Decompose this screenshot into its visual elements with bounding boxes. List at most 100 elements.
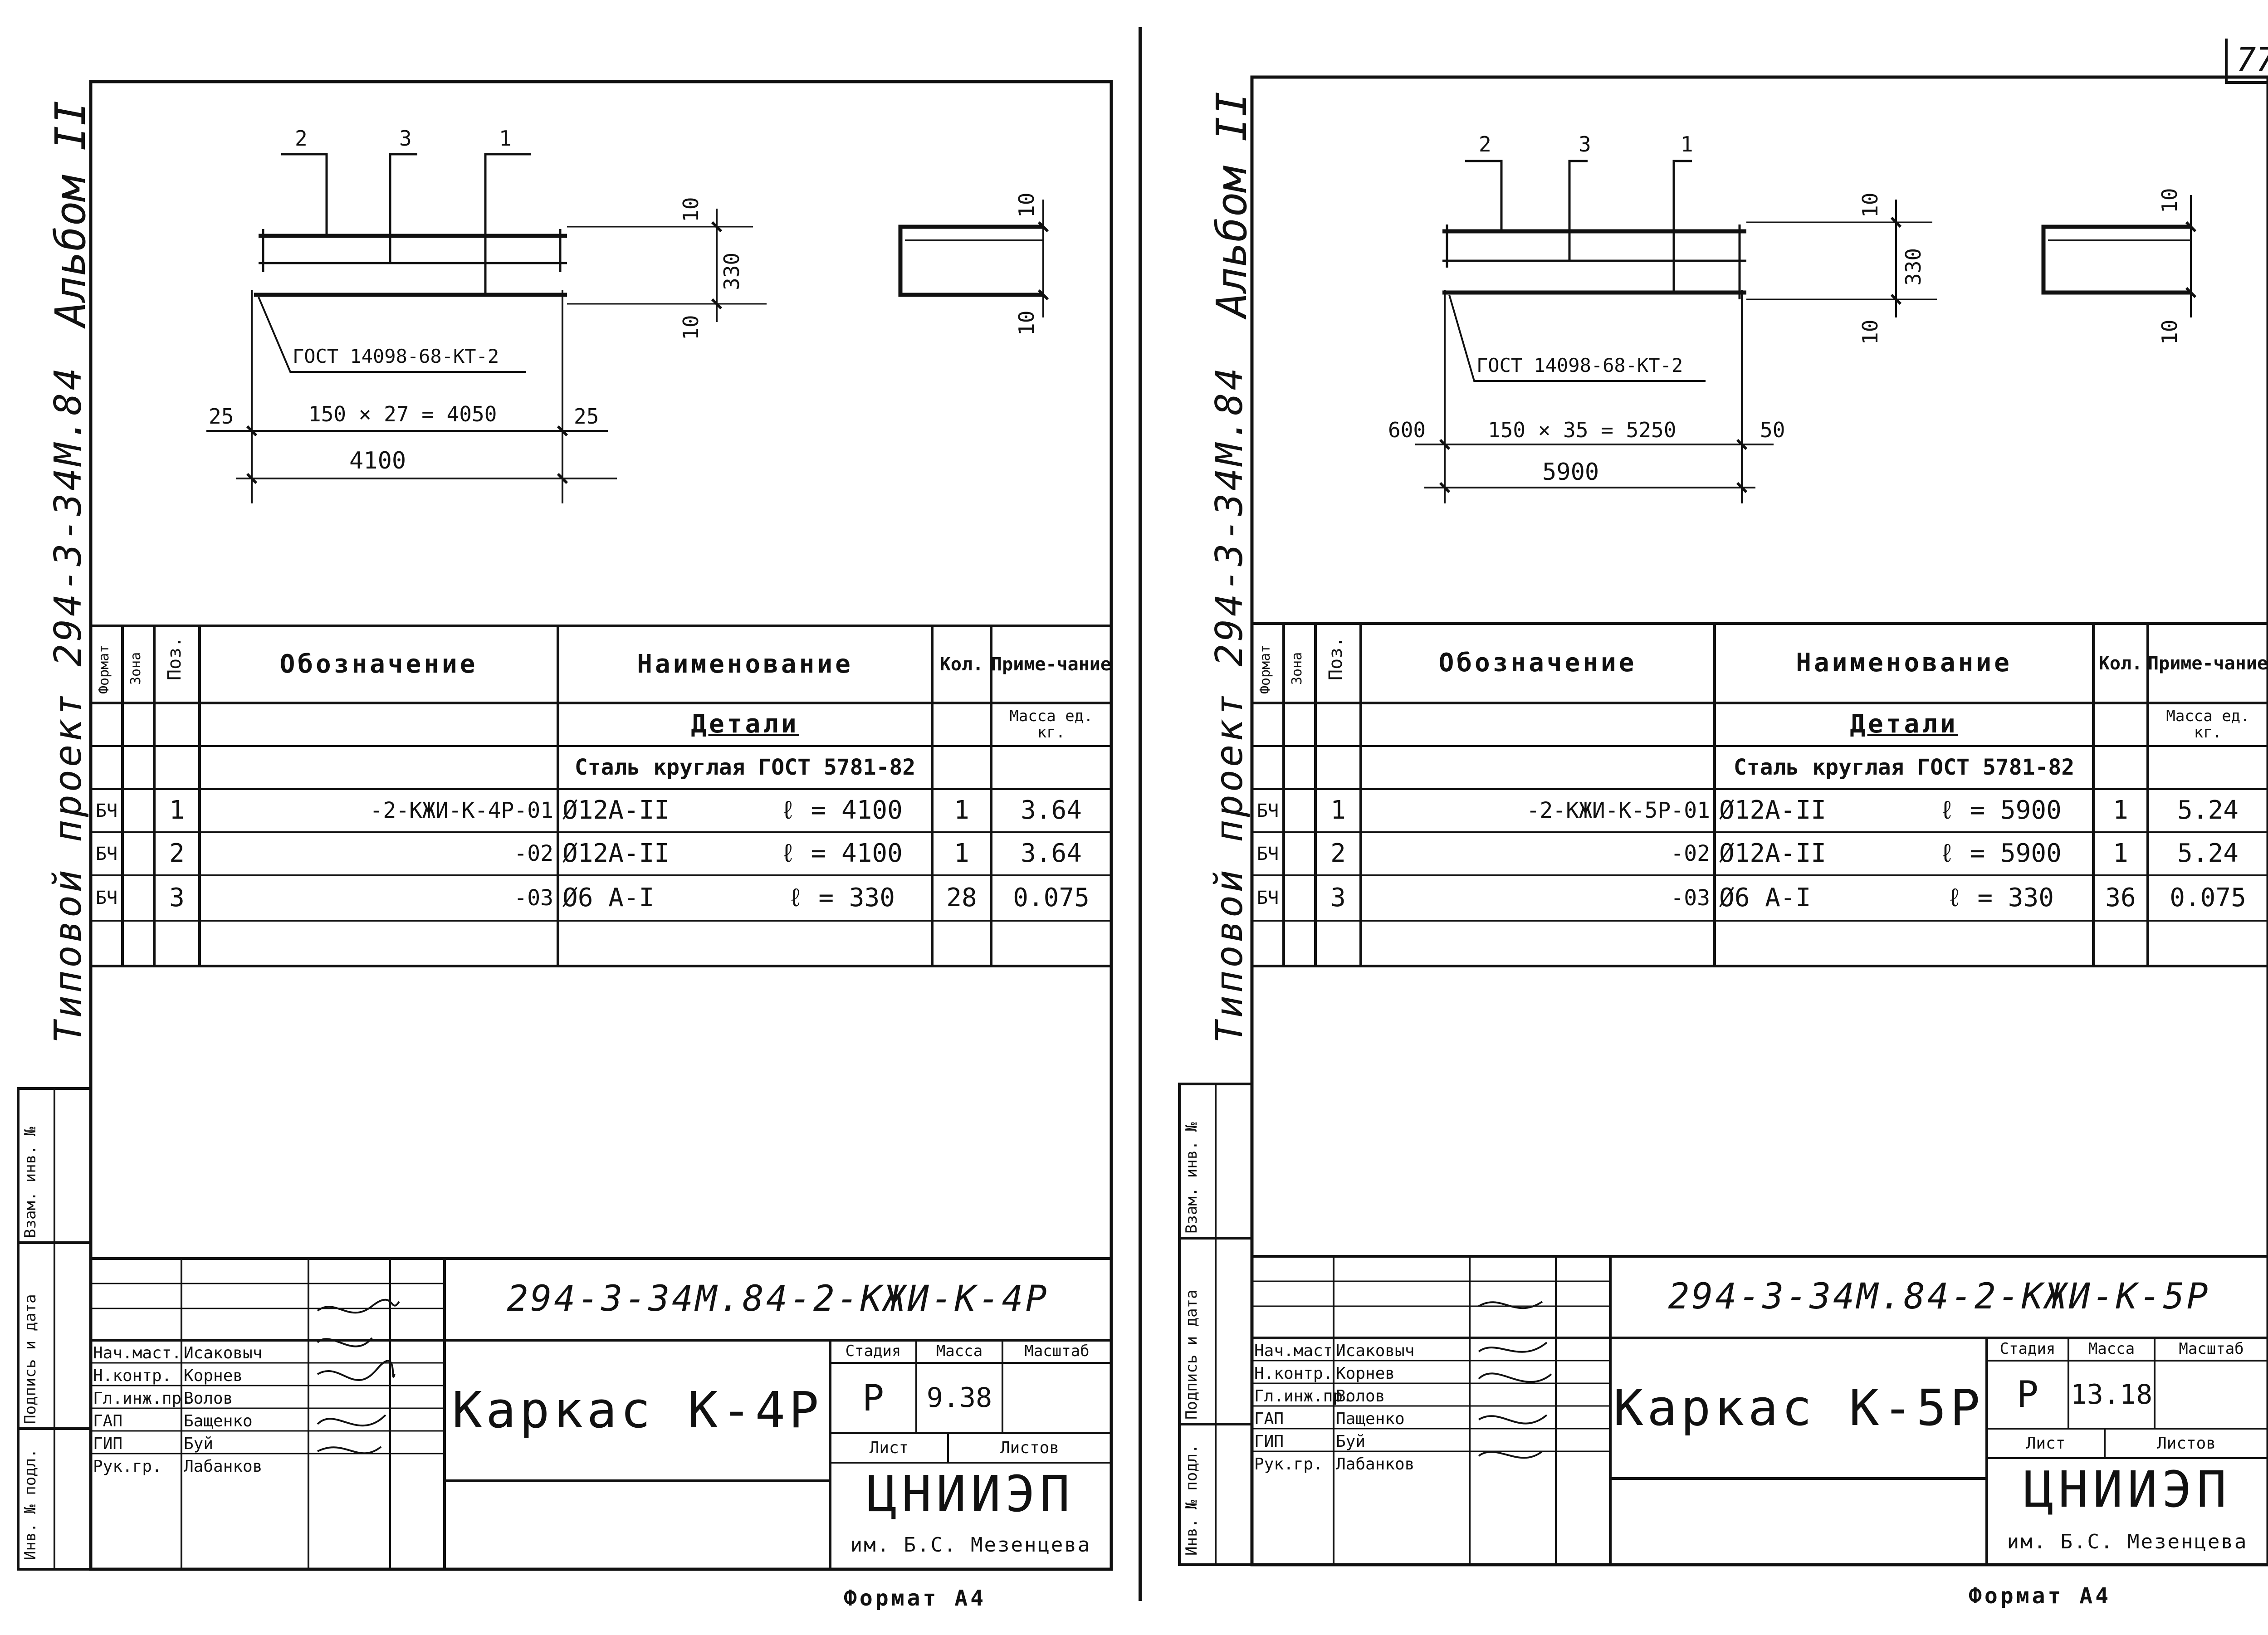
spec-header-format: Формат — [1257, 644, 1273, 694]
stamp-signature-label: Подпись и дата — [1183, 1289, 1201, 1420]
spec-cell-qty: 36 — [2105, 883, 2136, 913]
role-name: Лабанков — [1336, 1455, 1415, 1474]
spec-header-note: Приме-чание — [2148, 653, 2268, 674]
spec-cell-name: Ø12А-II — [562, 796, 670, 825]
role-label: Нач.маст. — [1254, 1342, 1343, 1360]
dim-height: 330 — [719, 252, 744, 290]
gost-note: ГОСТ 14098-68-КТ-2 — [293, 345, 499, 367]
stage-value: Р — [2016, 1373, 2039, 1415]
spec-row: БЧ 3 -03 Ø6 А-I ℓ = 330 36 0.075 — [1252, 875, 2268, 921]
role-label: ГИП — [93, 1435, 123, 1453]
scale-value — [1002, 1363, 1111, 1433]
role-name: Лабанков — [184, 1457, 263, 1476]
dim-height: 330 — [1901, 248, 1926, 286]
spec-cell-qty: 1 — [954, 796, 969, 825]
section-dim-top: 10 — [1014, 192, 1039, 218]
stage-label: Стадия — [1999, 1340, 2056, 1358]
dim-main: 150 × 27 = 4050 — [308, 402, 497, 426]
spec-cell-designation: -2-КЖИ-К-5Р-01 — [1526, 798, 1710, 824]
role-label: Рук.гр. — [93, 1457, 162, 1476]
role-name: Бащенко — [184, 1412, 253, 1430]
role-name: Волов — [184, 1389, 233, 1408]
spec-material: Сталь круглая ГОСТ 5781-82 — [574, 755, 916, 781]
spec-row: БЧ 1 -2-КЖИ-К-4Р-01 Ø12А-II ℓ = 4100 1 3… — [91, 789, 1111, 832]
spec-cell-name: Ø12А-II — [562, 839, 670, 869]
sheet-1: Альбом II Типовой проект 294-3-34М.84 Ин… — [17, 80, 1113, 1611]
role-name: Буй — [184, 1435, 214, 1453]
stamp-replace-label: Взам. инв. № — [21, 1127, 39, 1238]
scale-label: Масштаб — [2179, 1340, 2244, 1358]
callout-3: 3 — [1579, 132, 1591, 156]
spec-cell-pos: 3 — [169, 883, 185, 913]
role-label: ГИП — [1254, 1432, 1284, 1451]
sheet-number: 77 — [2236, 40, 2268, 78]
dim-right: 25 — [574, 404, 599, 429]
spec-header-pos: Поз. — [164, 636, 185, 680]
role-label: Н.контр. — [93, 1367, 172, 1385]
spec-cell-length: ℓ = 4100 — [780, 839, 903, 869]
side-project-label: Типовой проект 294-3-34М.84 — [47, 365, 90, 1043]
stage-label: Стадия — [845, 1342, 901, 1361]
dim-bottom: 10 — [1858, 319, 1882, 345]
callout-1: 1 — [499, 126, 512, 151]
spec-header-qty: Кол. — [939, 654, 984, 675]
dim-right: 50 — [1760, 418, 1785, 442]
document-code: 294-3-34М.84-2-КЖИ-К-5Р — [1668, 1276, 2210, 1318]
dim-total: 5900 — [1542, 459, 1599, 486]
spec-cell-name: Ø12А-II — [1719, 839, 1827, 869]
side-album-label: Альбом II — [46, 100, 95, 327]
callout-1: 1 — [1681, 132, 1693, 156]
spec-mass-note: Масса ед. кг. — [2166, 707, 2250, 742]
spec-header-pos: Поз. — [1325, 636, 1346, 680]
dim-bottom: 10 — [679, 315, 703, 340]
spec-cell-format: БЧ — [1256, 843, 1279, 864]
sheet-2: Альбом II Типовой проект 294-3-34М.84 Ин… — [1152, 0, 2268, 1635]
spec-cell-length: ℓ = 5900 — [1939, 839, 2062, 869]
callout-2: 2 — [1479, 132, 1491, 156]
spec-cell-note: 5.24 — [2177, 839, 2239, 869]
sheet-label: Лист — [2026, 1434, 2066, 1453]
dim-main: 150 × 35 = 5250 — [1488, 418, 1677, 442]
callout-2: 2 — [295, 126, 308, 151]
spec-cell-note: 3.64 — [1021, 839, 1082, 869]
spec-cell-note: 0.075 — [2170, 883, 2246, 913]
document-code: 294-3-34М.84-2-КЖИ-К-4Р — [507, 1279, 1049, 1320]
sheet-1-linework — [17, 80, 1113, 1571]
section-dim-bottom: 10 — [2157, 319, 2182, 345]
stage-value: Р — [862, 1376, 885, 1419]
spec-cell-designation: -02 — [1671, 841, 1710, 867]
spec-header-designation: Обозначение — [279, 649, 478, 679]
spec-cell-pos: 2 — [169, 839, 185, 869]
spec-header-zone: Зона — [128, 652, 144, 685]
spec-cell-note: 5.24 — [2177, 796, 2239, 825]
stamp-inv-label: Инв. № подл. — [21, 1449, 39, 1560]
document-title: Каркас К-5Р — [1613, 1379, 1984, 1437]
role-name: Корнев — [184, 1367, 243, 1385]
stamp-signature-label: Подпись и дата — [21, 1294, 39, 1424]
spec-row: БЧ 2 -02 Ø12А-II ℓ = 5900 1 5.24 — [1252, 832, 2268, 875]
spec-cell-qty: 1 — [2113, 796, 2128, 825]
section-dim-bottom: 10 — [1014, 310, 1039, 336]
spec-header-name: Наименование — [637, 649, 853, 679]
sheets-label: Листов — [1000, 1438, 1060, 1457]
format-label: Формат А4 — [844, 1586, 987, 1611]
sheet-number-box — [2225, 39, 2268, 84]
spec-cell-name: Ø6 А-I — [1719, 883, 1811, 913]
spec-cell-format: БЧ — [1256, 888, 1279, 908]
callout-3: 3 — [399, 126, 412, 151]
mass-label: Масса — [2088, 1340, 2135, 1358]
role-label: Нач.маст. — [93, 1344, 182, 1362]
stamp-inv-label: Инв. № подл. — [1183, 1444, 1201, 1556]
spec-cell-designation: -2-КЖИ-К-4Р-01 — [370, 798, 553, 824]
spec-header-zone: Зона — [1289, 652, 1305, 685]
mass-label: Масса — [936, 1342, 983, 1361]
spec-cell-pos: 2 — [1330, 839, 1346, 869]
spec-cell-length: ℓ = 330 — [788, 883, 895, 913]
dim-left: 25 — [209, 404, 234, 429]
spec-header-format: Формат — [96, 644, 112, 694]
role-label: Гл.инж.пр. — [1254, 1387, 1353, 1406]
role-name: Пащенко — [1336, 1410, 1405, 1428]
mass-value: 9.38 — [926, 1382, 992, 1414]
organization-subtitle: им. Б.С. Мезенцева — [850, 1533, 1091, 1557]
stamp-replace-label: Взам. инв. № — [1183, 1122, 1201, 1234]
